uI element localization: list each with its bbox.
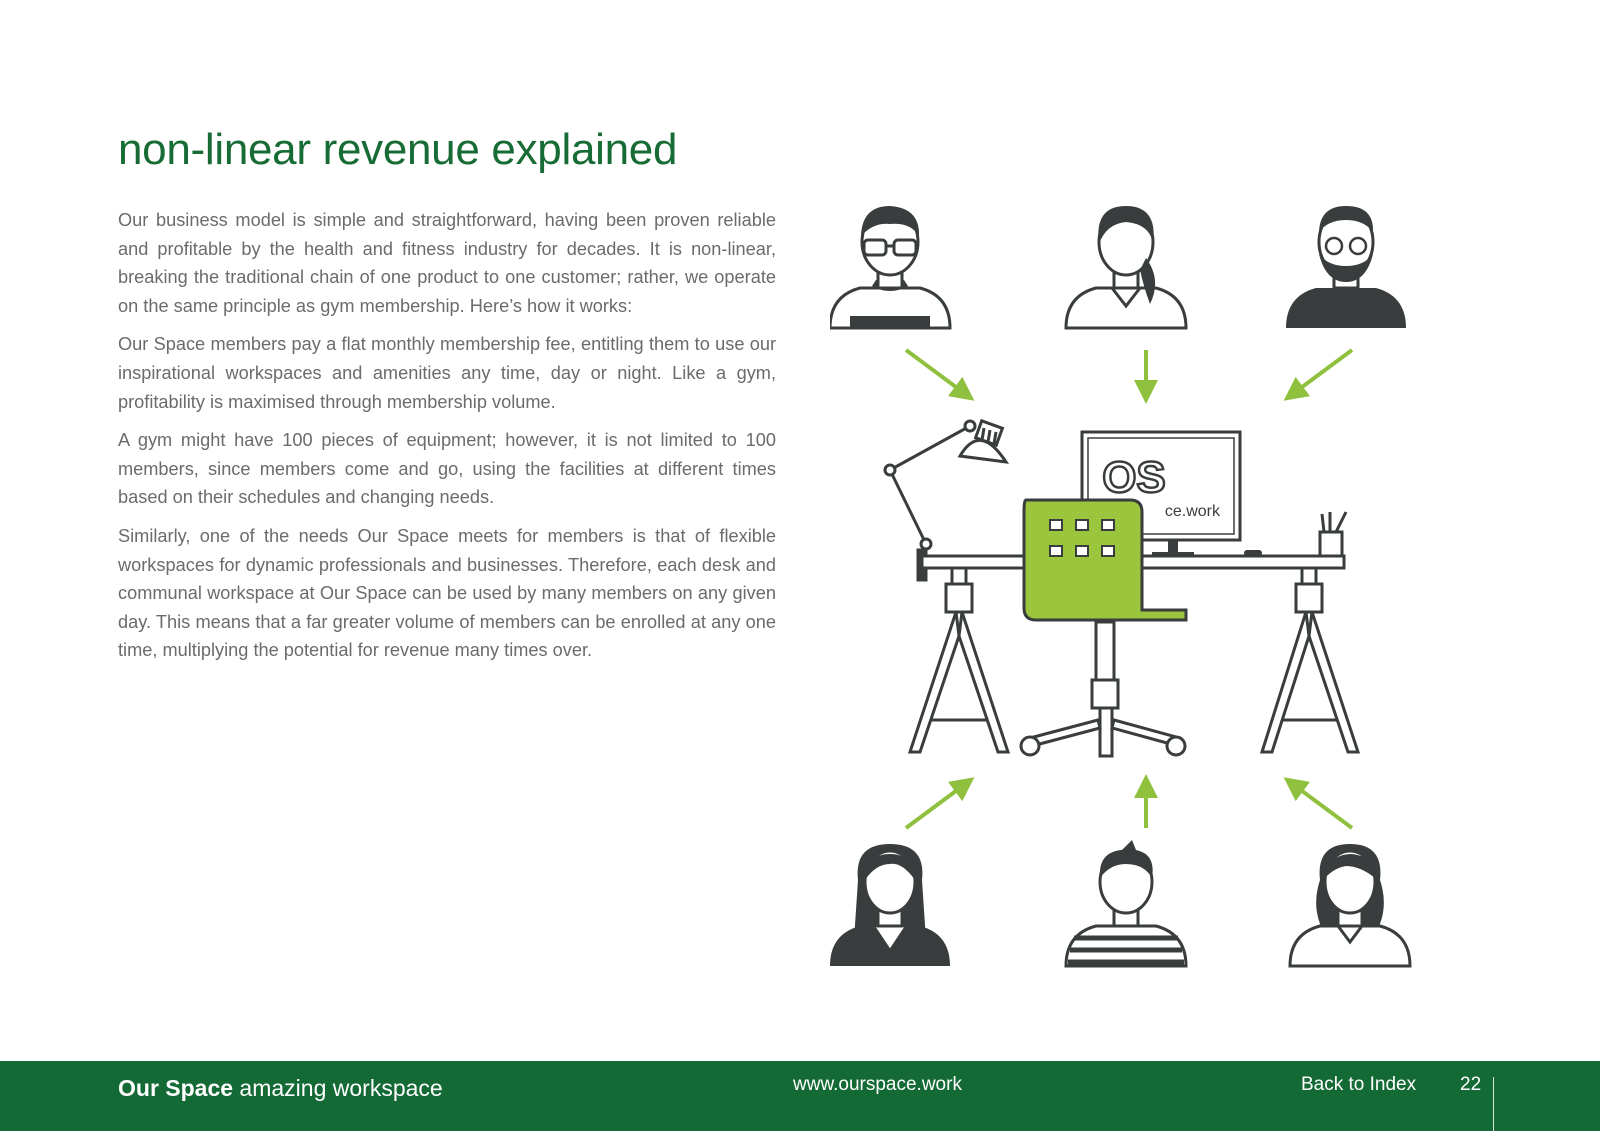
paragraph-2: Our Space members pay a flat monthly mem… bbox=[118, 334, 776, 412]
monitor-text: ce.work bbox=[1165, 503, 1221, 520]
website-link[interactable]: www.ourspace.work bbox=[793, 1074, 962, 1095]
page-title: non-linear revenue explained bbox=[118, 125, 678, 174]
footer-divider bbox=[1493, 1077, 1494, 1131]
body-text: Our business model is simple and straigh… bbox=[118, 206, 776, 675]
paragraph-3: A gym might have 100 pieces of equipment… bbox=[118, 430, 776, 508]
pen-holder-icon bbox=[1318, 511, 1348, 558]
page-number: 22 bbox=[1460, 1074, 1482, 1095]
arrow-icon bbox=[904, 348, 1354, 830]
brand-name: Our Space bbox=[118, 1075, 234, 1101]
paragraph-4: Similarly, one of the needs Our Space me… bbox=[118, 525, 776, 661]
man-striped-shirt-icon bbox=[1064, 840, 1188, 968]
woman-collar-icon bbox=[1288, 844, 1412, 968]
woman-blazer-icon bbox=[830, 844, 950, 966]
shared-desk-illustration: OS ce.work bbox=[830, 206, 1412, 968]
monitor-logo: OS bbox=[1102, 453, 1166, 502]
footer-brand: Our Space amazing workspace bbox=[118, 1073, 443, 1103]
back-to-index-link[interactable]: Back to Index bbox=[1301, 1074, 1417, 1095]
paragraph-1: Our business model is simple and straigh… bbox=[118, 210, 776, 316]
man-beard-icon bbox=[1286, 206, 1406, 328]
office-chair-icon bbox=[1019, 498, 1188, 758]
person-glasses-icon bbox=[830, 206, 952, 330]
brand-tagline: amazing workspace bbox=[233, 1075, 443, 1101]
woman-ponytail-icon bbox=[1064, 206, 1188, 330]
footer-bar: Our Space amazing workspace www.ourspace… bbox=[0, 1061, 1600, 1131]
